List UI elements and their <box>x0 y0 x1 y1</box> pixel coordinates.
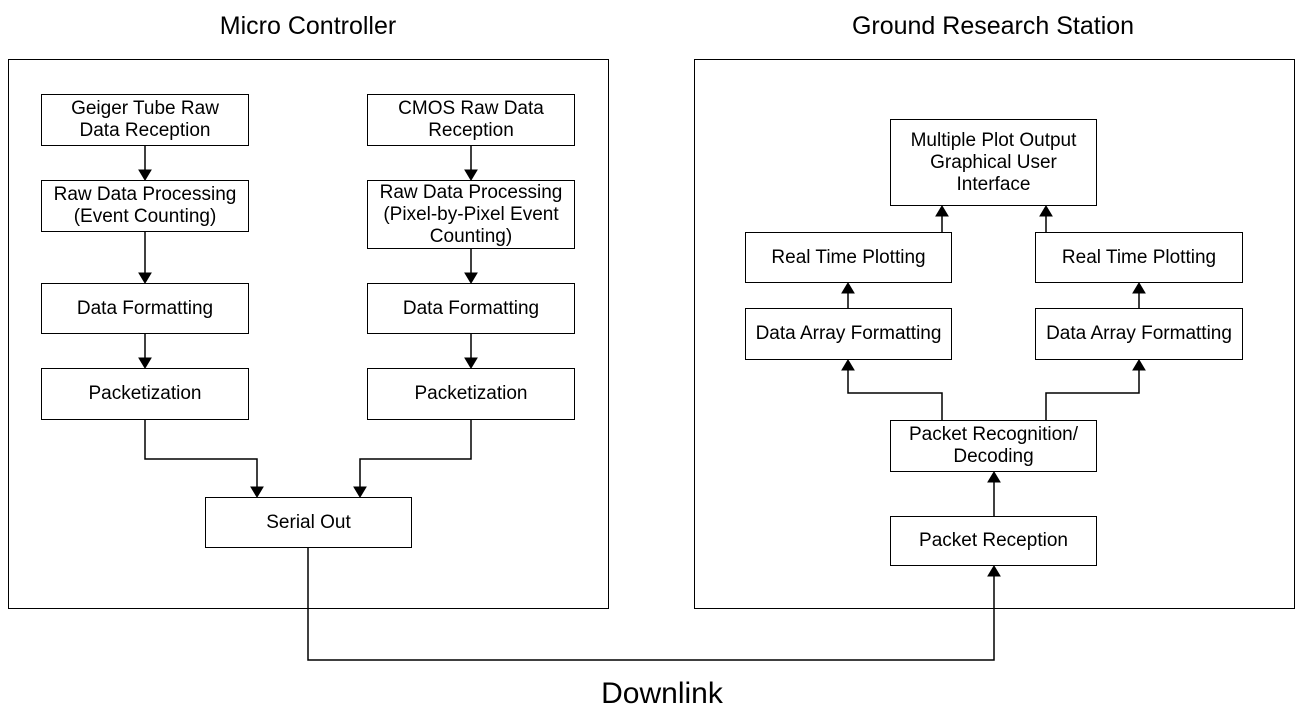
node-label: Raw Data Processing (Event Counting) <box>53 184 237 227</box>
array-right-node: Data Array Formatting <box>1035 308 1243 360</box>
cmos-processing-node: Raw Data Processing (Pixel-by-Pixel Even… <box>367 180 575 249</box>
node-label: Data Array Formatting <box>755 323 942 344</box>
plotting-right-node: Real Time Plotting <box>1035 232 1243 283</box>
geiger-processing-node: Raw Data Processing (Event Counting) <box>41 180 249 232</box>
ground-station-title: Ground Research Station <box>851 12 1135 40</box>
arrowhead <box>1039 205 1053 217</box>
geiger-packetization-node: Packetization <box>41 368 249 420</box>
arrowhead <box>138 357 152 369</box>
geiger-reception-node: Geiger Tube Raw Data Reception <box>41 94 249 146</box>
plotting-left-node: Real Time Plotting <box>745 232 952 283</box>
cmos-packetization-node: Packetization <box>367 368 575 420</box>
packet-recognition-node: Packet Recognition/ Decoding <box>890 420 1097 472</box>
edge-geiger-packetization-to-serial <box>144 420 258 488</box>
node-label: Packetization <box>414 383 528 404</box>
cmos-reception-node: CMOS Raw Data Reception <box>367 94 575 146</box>
serial-out-node: Serial Out <box>205 497 412 548</box>
arrowhead <box>935 205 949 217</box>
edge-recognition-to-array-left <box>847 369 943 420</box>
plot-output-node: Multiple Plot Output Graphical User Inte… <box>890 119 1097 206</box>
node-label: Packet Reception <box>919 530 1068 551</box>
array-left-node: Data Array Formatting <box>745 308 952 360</box>
packet-reception-node: Packet Reception <box>890 516 1097 566</box>
node-label: Data Formatting <box>76 297 214 319</box>
arrowhead <box>250 486 264 498</box>
edge-downlink <box>307 548 995 661</box>
arrowhead <box>1132 359 1146 371</box>
edge-recognition-to-array-right <box>1045 369 1140 420</box>
arrowhead <box>138 272 152 284</box>
arrowhead <box>841 359 855 371</box>
arrowhead <box>464 169 478 181</box>
node-label: Real Time Plotting <box>1061 246 1217 268</box>
arrowhead <box>987 471 1001 483</box>
arrowhead <box>1132 282 1146 294</box>
downlink-label: Downlink <box>601 677 723 710</box>
node-label: Geiger Tube Raw Data Reception <box>71 98 219 141</box>
arrowhead <box>353 486 367 498</box>
arrowhead <box>138 169 152 181</box>
node-label: Packet Recognition/ Decoding <box>909 424 1078 467</box>
geiger-formatting-node: Data Formatting <box>41 283 249 334</box>
arrowhead <box>987 565 1001 577</box>
node-label: Data Array Formatting <box>1046 323 1232 344</box>
arrowhead <box>841 282 855 294</box>
node-label: Raw Data Processing (Pixel-by-Pixel Even… <box>379 181 563 247</box>
node-label: Packetization <box>88 383 202 404</box>
node-label: Data Formatting <box>402 297 540 319</box>
micro-controller-title: Micro Controller <box>219 12 397 40</box>
arrowhead <box>464 357 478 369</box>
arrowhead <box>464 272 478 284</box>
node-label: Serial Out <box>266 511 351 533</box>
node-label: CMOS Raw Data Reception <box>398 98 544 141</box>
edge-cmos-packetization-to-serial <box>359 420 472 488</box>
node-label: Multiple Plot Output Graphical User Inte… <box>910 129 1077 195</box>
cmos-formatting-node: Data Formatting <box>367 283 575 334</box>
node-label: Real Time Plotting <box>771 246 926 268</box>
